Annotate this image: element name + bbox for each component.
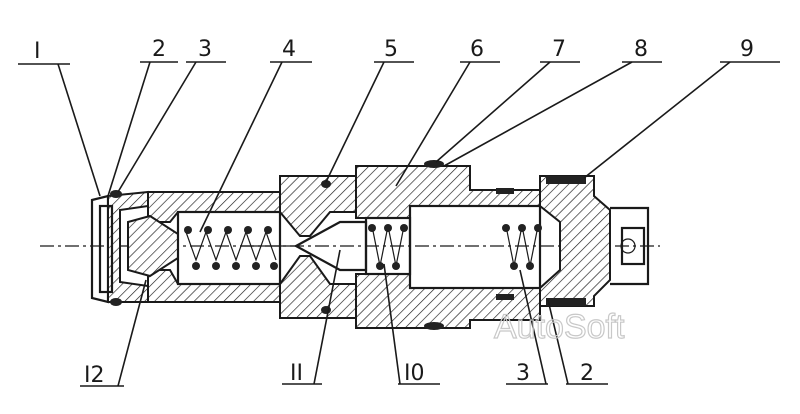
leader-lines [18,61,780,387]
callout-11: II [290,361,303,386]
callout-labels: I 2 3 4 5 6 7 8 9 I2 II I0 3 2 [34,37,754,388]
callout-6: 6 [470,37,484,62]
right-body [355,165,542,329]
middle-body [240,175,368,319]
callout-10: I0 [404,361,425,386]
callout-5: 5 [384,37,398,62]
callout-12: I2 [84,363,105,388]
callout-7: 7 [552,37,566,62]
left-spring [184,226,278,270]
callout-8: 8 [634,37,648,62]
right-end-fitting [539,175,650,307]
left-housing [127,191,282,303]
callout-2: 2 [152,37,166,62]
o-rings [110,160,586,330]
watermark-text: AutoSoft [494,308,625,346]
callout-3: 3 [198,37,212,62]
callout-9: 9 [740,37,754,62]
callout-2-bottom: 2 [580,361,594,386]
callout-3-bottom: 3 [516,361,530,386]
right-springs [368,224,542,270]
callout-1: I [34,39,41,64]
callout-4: 4 [282,37,296,62]
